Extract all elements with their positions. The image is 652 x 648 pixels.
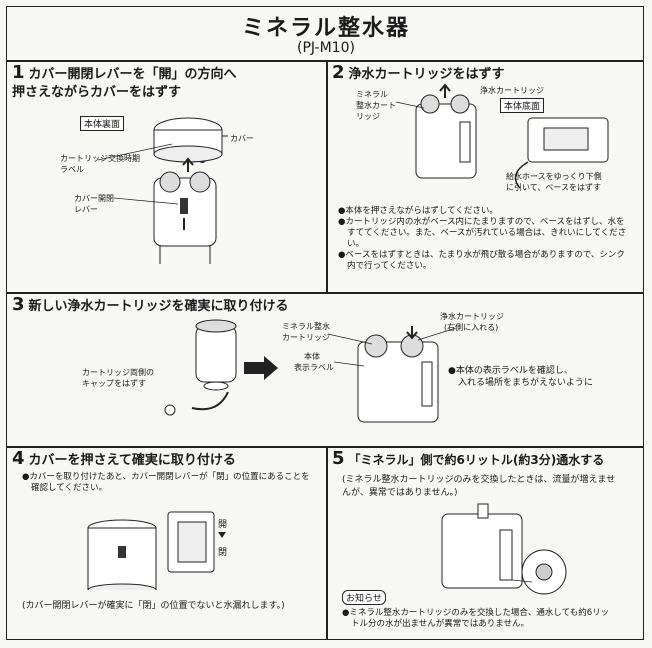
step-4-warning: (カバー開閉レバーが確実に「閉」の位置でないと水漏れします。) bbox=[22, 601, 285, 611]
note-item: ●本体を押さえながらはずしてください。 bbox=[338, 206, 498, 216]
divider bbox=[6, 446, 644, 448]
step-5-bubble: (ミネラル整水カートリッジのみを交換したときは、流量が増えませんが、異常ではあり… bbox=[342, 475, 616, 498]
step-5-notice: ●ミネラル整水カートリッジのみを交換した場合、通水しても約6リットル分の水が出ま… bbox=[342, 608, 612, 630]
note-item: ●ベースをはずすときは、たまり水が飛び散る場合がありますので、シンク内で行ってく… bbox=[338, 250, 625, 271]
divider bbox=[6, 292, 644, 294]
cap-label-2: キャップをはずす bbox=[82, 379, 146, 388]
mineral-label-3: リッジ bbox=[356, 112, 380, 121]
cap-label: カートリッジ両側の bbox=[82, 368, 154, 377]
step-5-illustration bbox=[441, 503, 567, 595]
step-5-title: 5「ミネラル」側で約6リットル(約3分)通水する bbox=[332, 448, 605, 469]
note-item: ●ミネラル整水カートリッジのみを交換した場合、通水しても約6リットル分の水が出ま… bbox=[342, 608, 610, 629]
note-item: ●カートリッジ内の水がベース内にたまりますので、ベースをはずし、水をすててくださ… bbox=[338, 217, 627, 249]
mineral-cart-label: ミネラル整水 bbox=[282, 322, 330, 331]
model-number: (PJ-M10) bbox=[297, 40, 355, 56]
hose-label-2: に引いて、ベースをはずす bbox=[506, 183, 601, 192]
step-2-illustration bbox=[395, 83, 609, 189]
body-label: 本体 bbox=[304, 352, 320, 361]
open-label: 開 bbox=[218, 520, 228, 530]
step-5-panel: 5「ミネラル」側で約6リットル(約3分)通水する (ミネラル整水カートリッジのみ… bbox=[332, 450, 640, 638]
step-4-illustration bbox=[87, 511, 226, 590]
divider bbox=[326, 446, 328, 640]
hose-label: 給水ホースをゆっくり下側 bbox=[506, 172, 602, 181]
mineral-label-2: 整水カート bbox=[356, 101, 396, 110]
notice-title: お知らせ bbox=[342, 590, 386, 605]
page-title: ミネラル整水器 bbox=[241, 16, 410, 41]
purify-cart-label: 浄水カートリッジ bbox=[440, 312, 504, 321]
cover-label: カバー bbox=[230, 134, 254, 143]
rear-label: 本体裏面 bbox=[80, 116, 125, 131]
lever-label-2: レバー bbox=[74, 205, 98, 214]
step-1-illustration bbox=[97, 117, 228, 264]
page-frame bbox=[6, 6, 644, 640]
exchange-label-2: ラベル bbox=[60, 165, 84, 174]
step-4-notes: ●カバーを取り付けたあと、カバー開閉レバーが「閉」の位置にあることを確認してくだ… bbox=[22, 472, 312, 494]
body-label-2: 表示ラベル bbox=[294, 363, 334, 372]
mineral-label: ミネラル bbox=[356, 90, 388, 99]
purify-label: 浄水カートリッジ bbox=[480, 86, 544, 95]
purify-cart-label-2: (右側に入れる) bbox=[444, 323, 499, 332]
step-3-note: ●本体の表示ラベルを確認し、 bbox=[448, 366, 573, 376]
bottom-label: 本体底面 bbox=[500, 98, 545, 113]
note-item: ●カバーを取り付けたあと、カバー開閉レバーが「閉」の位置にあることを確認してくだ… bbox=[22, 472, 310, 493]
step-3-note-2: 入れる場所をまちがえないように bbox=[458, 378, 593, 388]
exchange-label: カートリッジ交換時期 bbox=[60, 154, 140, 163]
divider bbox=[326, 60, 328, 292]
mineral-cart-label-2: カートリッジ bbox=[282, 333, 330, 342]
close-label: 閉 bbox=[218, 548, 228, 558]
divider bbox=[6, 60, 644, 62]
step-2-notes: ●本体を押さえながらはずしてください。 ●カートリッジ内の水がベース内にたまりま… bbox=[338, 206, 628, 272]
lever-label: カバー開閉 bbox=[74, 194, 114, 203]
step-3-illustration bbox=[164, 319, 457, 423]
